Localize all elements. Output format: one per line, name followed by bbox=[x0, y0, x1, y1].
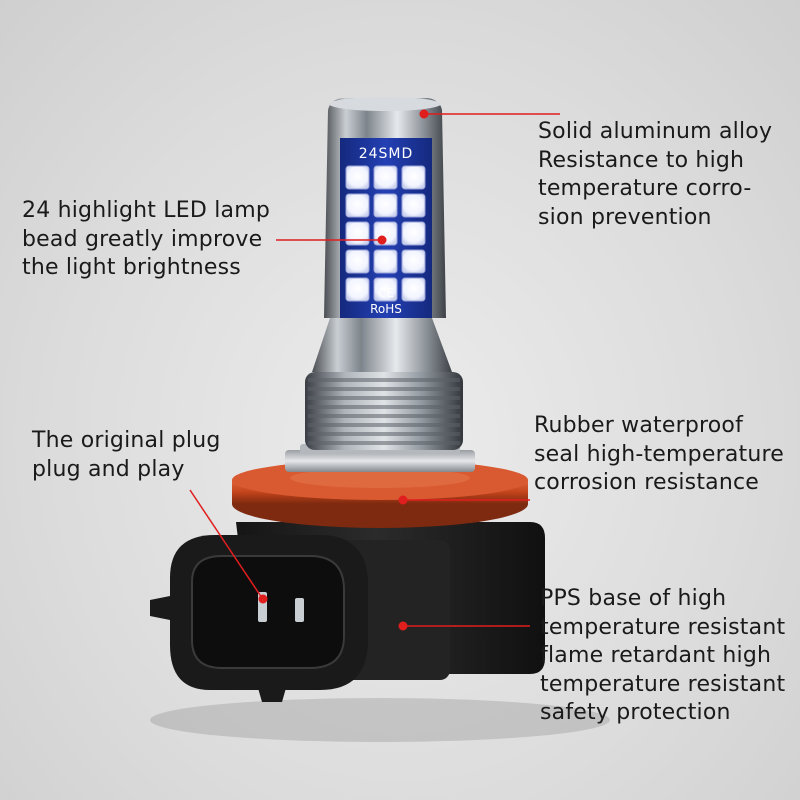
callout-line: Solid aluminum alloy bbox=[538, 119, 773, 144]
callout-rubber-seal: Rubber waterproof seal high-temperature … bbox=[534, 412, 784, 498]
led-chip bbox=[401, 221, 426, 246]
heat-sink-fin bbox=[308, 414, 460, 418]
callout-led-beads: 24 highlight LED lamp bead greatly impro… bbox=[22, 197, 270, 283]
pointer-dot-plug bbox=[258, 594, 268, 604]
heat-sink-fin bbox=[308, 378, 460, 382]
pointer-line-plug bbox=[189, 489, 263, 599]
led-chip bbox=[345, 165, 370, 190]
pointer-dot-alloy bbox=[419, 109, 429, 119]
pointer-dot-pps bbox=[398, 621, 408, 631]
heat-sink-fin bbox=[308, 396, 460, 400]
callout-line: The original plug bbox=[32, 428, 221, 453]
callout-line: seal high-temperature bbox=[534, 441, 784, 467]
led-chip bbox=[345, 249, 370, 274]
callout-aluminum-alloy: Solid aluminum alloy Resistance to high … bbox=[538, 118, 772, 232]
callout-line: 24 highlight LED lamp bbox=[22, 198, 270, 223]
pointer-dot-seal bbox=[398, 495, 408, 505]
callout-line: plug and play bbox=[32, 456, 185, 482]
cert-label-ce: CE bbox=[378, 286, 394, 300]
heat-sink-fin bbox=[308, 432, 460, 436]
callout-line: bead greatly improve bbox=[22, 226, 263, 252]
led-chip bbox=[373, 277, 398, 302]
plug-connector bbox=[150, 535, 368, 702]
led-chip bbox=[401, 165, 426, 190]
callout-line: corrosion resistance bbox=[534, 470, 760, 495]
callout-line: temperature resistant bbox=[540, 614, 786, 640]
led-chip bbox=[373, 249, 398, 274]
led-chip bbox=[401, 277, 426, 302]
callout-line: sion prevention bbox=[538, 204, 712, 230]
led-chip bbox=[401, 249, 426, 274]
heat-sink-fin bbox=[308, 405, 460, 409]
callout-pps-base: PPS base of high temperature resistant f… bbox=[540, 585, 785, 728]
callout-line: safety protection bbox=[540, 700, 731, 725]
heat-sink-fins bbox=[308, 378, 460, 445]
bulb-neck bbox=[312, 318, 452, 372]
chip-label: 24SMD bbox=[359, 146, 414, 162]
heat-sink-fin bbox=[308, 441, 460, 445]
led-chip bbox=[401, 193, 426, 218]
callout-line: the light brightness bbox=[22, 255, 241, 280]
led-chip bbox=[345, 221, 370, 246]
led-array bbox=[345, 165, 426, 302]
callout-line: Resistance to high bbox=[538, 147, 745, 173]
product-shadow bbox=[150, 698, 610, 742]
heat-sink-fin bbox=[308, 423, 460, 427]
callout-line: temperature corro- bbox=[538, 176, 752, 201]
callout-line: Rubber waterproof bbox=[534, 413, 744, 438]
cert-label-rohs: RoHS bbox=[370, 302, 402, 316]
led-chip-board: 24SMD CE RoHS bbox=[340, 138, 432, 318]
callout-pointers bbox=[189, 109, 560, 631]
callout-line: PPS base of high bbox=[540, 586, 727, 611]
led-chip bbox=[345, 193, 370, 218]
callout-original-plug: The original plug plug and play bbox=[32, 427, 221, 484]
pointer-dot-led bbox=[377, 235, 387, 245]
callout-line: flame retardant high bbox=[540, 643, 772, 668]
heat-sink bbox=[305, 372, 463, 450]
led-chip bbox=[373, 165, 398, 190]
led-chip bbox=[345, 277, 370, 302]
led-chip bbox=[373, 193, 398, 218]
callout-line: temperature resistant bbox=[540, 671, 786, 697]
heat-sink-fin bbox=[308, 387, 460, 391]
